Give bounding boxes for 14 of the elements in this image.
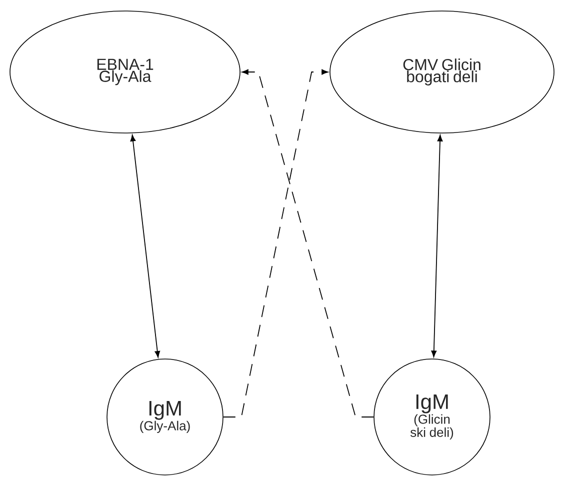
ellipse-node [10, 10, 240, 134]
ellipse-node [330, 10, 554, 134]
node-text: (Glicin ski deli) [410, 414, 454, 440]
node-text: (Gly-Ala) [140, 420, 190, 433]
arrow [222, 69, 328, 418]
node-text: EBNA-1 Gly-Ala [97, 58, 154, 86]
node-text: IgM [149, 401, 181, 420]
arrow [130, 134, 160, 358]
node-text: CMV Glicin bogati deli [403, 58, 480, 86]
arrow [242, 69, 374, 418]
circle-node [374, 358, 490, 476]
circle-node [106, 358, 224, 476]
node-text: IgM [416, 394, 448, 414]
arrow [431, 134, 443, 358]
